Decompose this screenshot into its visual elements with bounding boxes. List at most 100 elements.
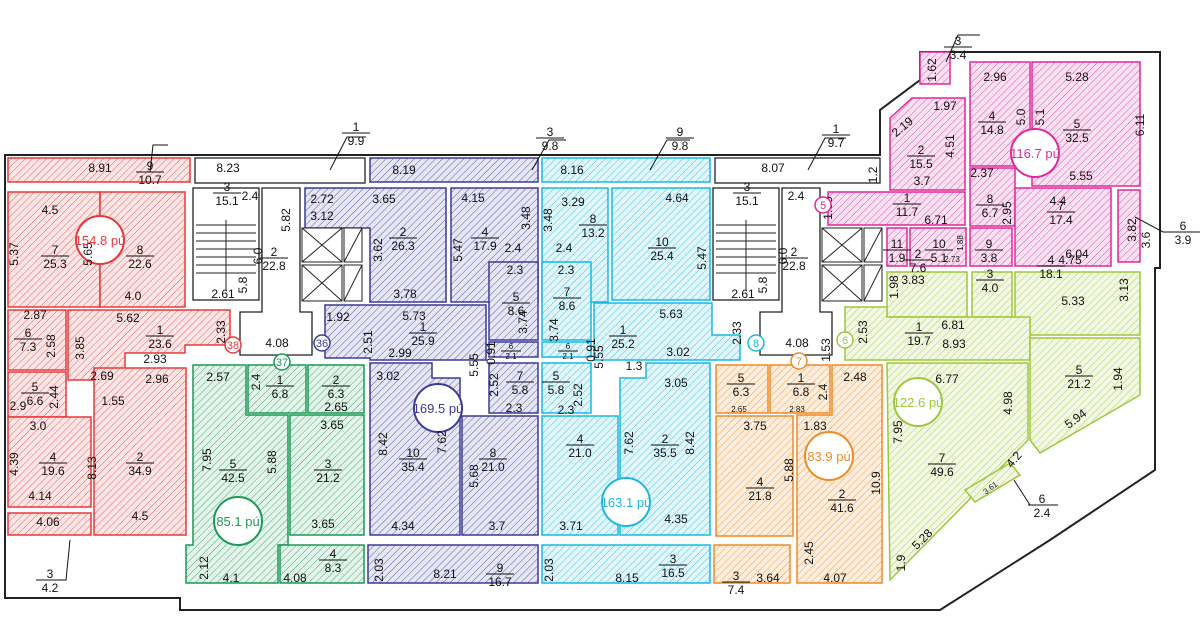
room-11[interactable] [886,227,908,267]
room-3-balcony[interactable] [919,51,951,85]
common-core-left [192,157,366,356]
room-8[interactable] [461,415,539,536]
room-area: 8.6 [508,304,525,318]
room-1[interactable] [67,309,231,381]
apartment-number-badge[interactable] [224,336,242,354]
dimension-label: 3.74 [516,310,530,334]
room-5[interactable] [1029,337,1141,454]
dimension-label: 4.35 [664,512,688,526]
apartment-number-badge[interactable] [273,353,291,371]
room-6-balcony[interactable] [1117,189,1141,263]
dimension-label: 3.71 [559,519,583,533]
room-10[interactable] [611,187,711,301]
room-1[interactable] [769,364,831,414]
room-area: 6.8 [272,387,289,401]
room-2[interactable] [889,97,966,191]
apartment-number: 37 [276,357,288,369]
apartment-36[interactable] [304,157,539,584]
room-9-balcony[interactable] [7,157,191,183]
apartment-5[interactable] [827,51,1141,267]
room-3-balcony[interactable] [713,544,791,584]
room-2[interactable] [886,271,968,318]
room-number: 4 [989,109,996,123]
dimension-label: 0.91 [484,341,498,365]
room-3-balcony[interactable] [7,512,92,536]
room-5[interactable] [488,261,539,341]
room-number: 1 [833,122,840,136]
room-label: 111.7 [893,191,921,219]
room-7[interactable] [541,261,592,341]
room-1[interactable] [324,304,487,361]
room-label: 421.0 [566,432,594,460]
room-number: 1 [620,323,627,337]
room-9[interactable] [969,227,1013,267]
room-area: 15.1 [215,194,239,208]
dimension-label: 2.72 [310,192,334,206]
apartment-6[interactable] [844,271,1141,582]
room-6[interactable] [488,341,539,358]
apartment-number-badge[interactable] [790,352,808,370]
room-9-balcony[interactable] [541,157,711,183]
dimension-label: 3.13 [1117,278,1131,302]
room-area: 2.1 [562,352,574,361]
dimension-label: 5.73 [402,309,426,323]
apartment-38[interactable] [7,157,231,536]
room-7[interactable] [488,362,539,414]
room-3-balcony[interactable] [369,157,539,183]
room-1[interactable] [827,191,966,226]
room-area: 19.7 [907,334,931,348]
room-6-balcony[interactable] [963,462,1022,503]
dimension-label: 4.15 [461,191,485,205]
apartment-7[interactable] [713,364,883,584]
dimension-label: 5.88 [782,458,796,482]
room-number: 5 [513,290,520,304]
room-label: 56.3 [727,371,755,399]
room-4[interactable] [715,415,794,537]
apartment-37[interactable] [185,364,365,584]
room-1[interactable] [844,306,1031,361]
apartment-number-badge[interactable] [836,331,854,349]
room-3[interactable] [289,414,365,536]
room-2[interactable] [307,364,365,414]
room-8[interactable] [969,167,1016,227]
labels-layer: 725.3822.6910.767.3123.656.6419.6234.934… [7,34,1200,597]
room-label: 234.9 [126,450,154,478]
room-area: 5.1 [931,251,948,265]
room-area: 34.9 [128,464,152,478]
room-4[interactable] [1014,271,1141,336]
dimension-label: 8.13 [85,456,99,480]
apartment-number: 7 [796,356,802,368]
dimension-label: 2.69 [90,369,114,383]
apartment-number: 5 [820,200,826,212]
apartment-number-badge[interactable] [313,334,331,352]
room-5[interactable] [541,362,592,414]
dimension-label: 2.99 [388,346,412,360]
room-area: 22.6 [128,257,152,271]
room-1[interactable] [247,364,307,414]
room-4[interactable] [7,416,92,508]
dimension-label: 2.52 [487,373,501,397]
dimension-label: 2.44 [47,385,61,409]
room-9-balcony[interactable] [367,544,539,584]
room-2[interactable] [93,367,187,536]
dimension-label: 4.07 [823,571,847,585]
stair-label: 315.1 [213,180,241,208]
room-1[interactable] [593,302,741,361]
leader-line [329,136,366,171]
dimension-label: 5.47 [451,238,465,262]
apartment-number-badge[interactable] [747,334,765,352]
room-area: 21.0 [568,446,592,460]
room-number: 7 [564,285,571,299]
room-5[interactable] [715,364,769,414]
apartment-8[interactable] [541,157,741,584]
room-6[interactable] [541,341,592,358]
room-area: 1.9 [889,251,906,265]
room-6[interactable] [7,309,67,371]
room-4-balcony[interactable] [279,544,365,584]
apartment-number-badge[interactable] [814,196,832,214]
room-5[interactable] [185,364,289,584]
dimension-label: 8.42 [683,431,697,455]
dimension-label: 3.48 [541,208,555,232]
room-3-balcony[interactable] [541,544,711,584]
room-number: 3 [325,457,332,471]
